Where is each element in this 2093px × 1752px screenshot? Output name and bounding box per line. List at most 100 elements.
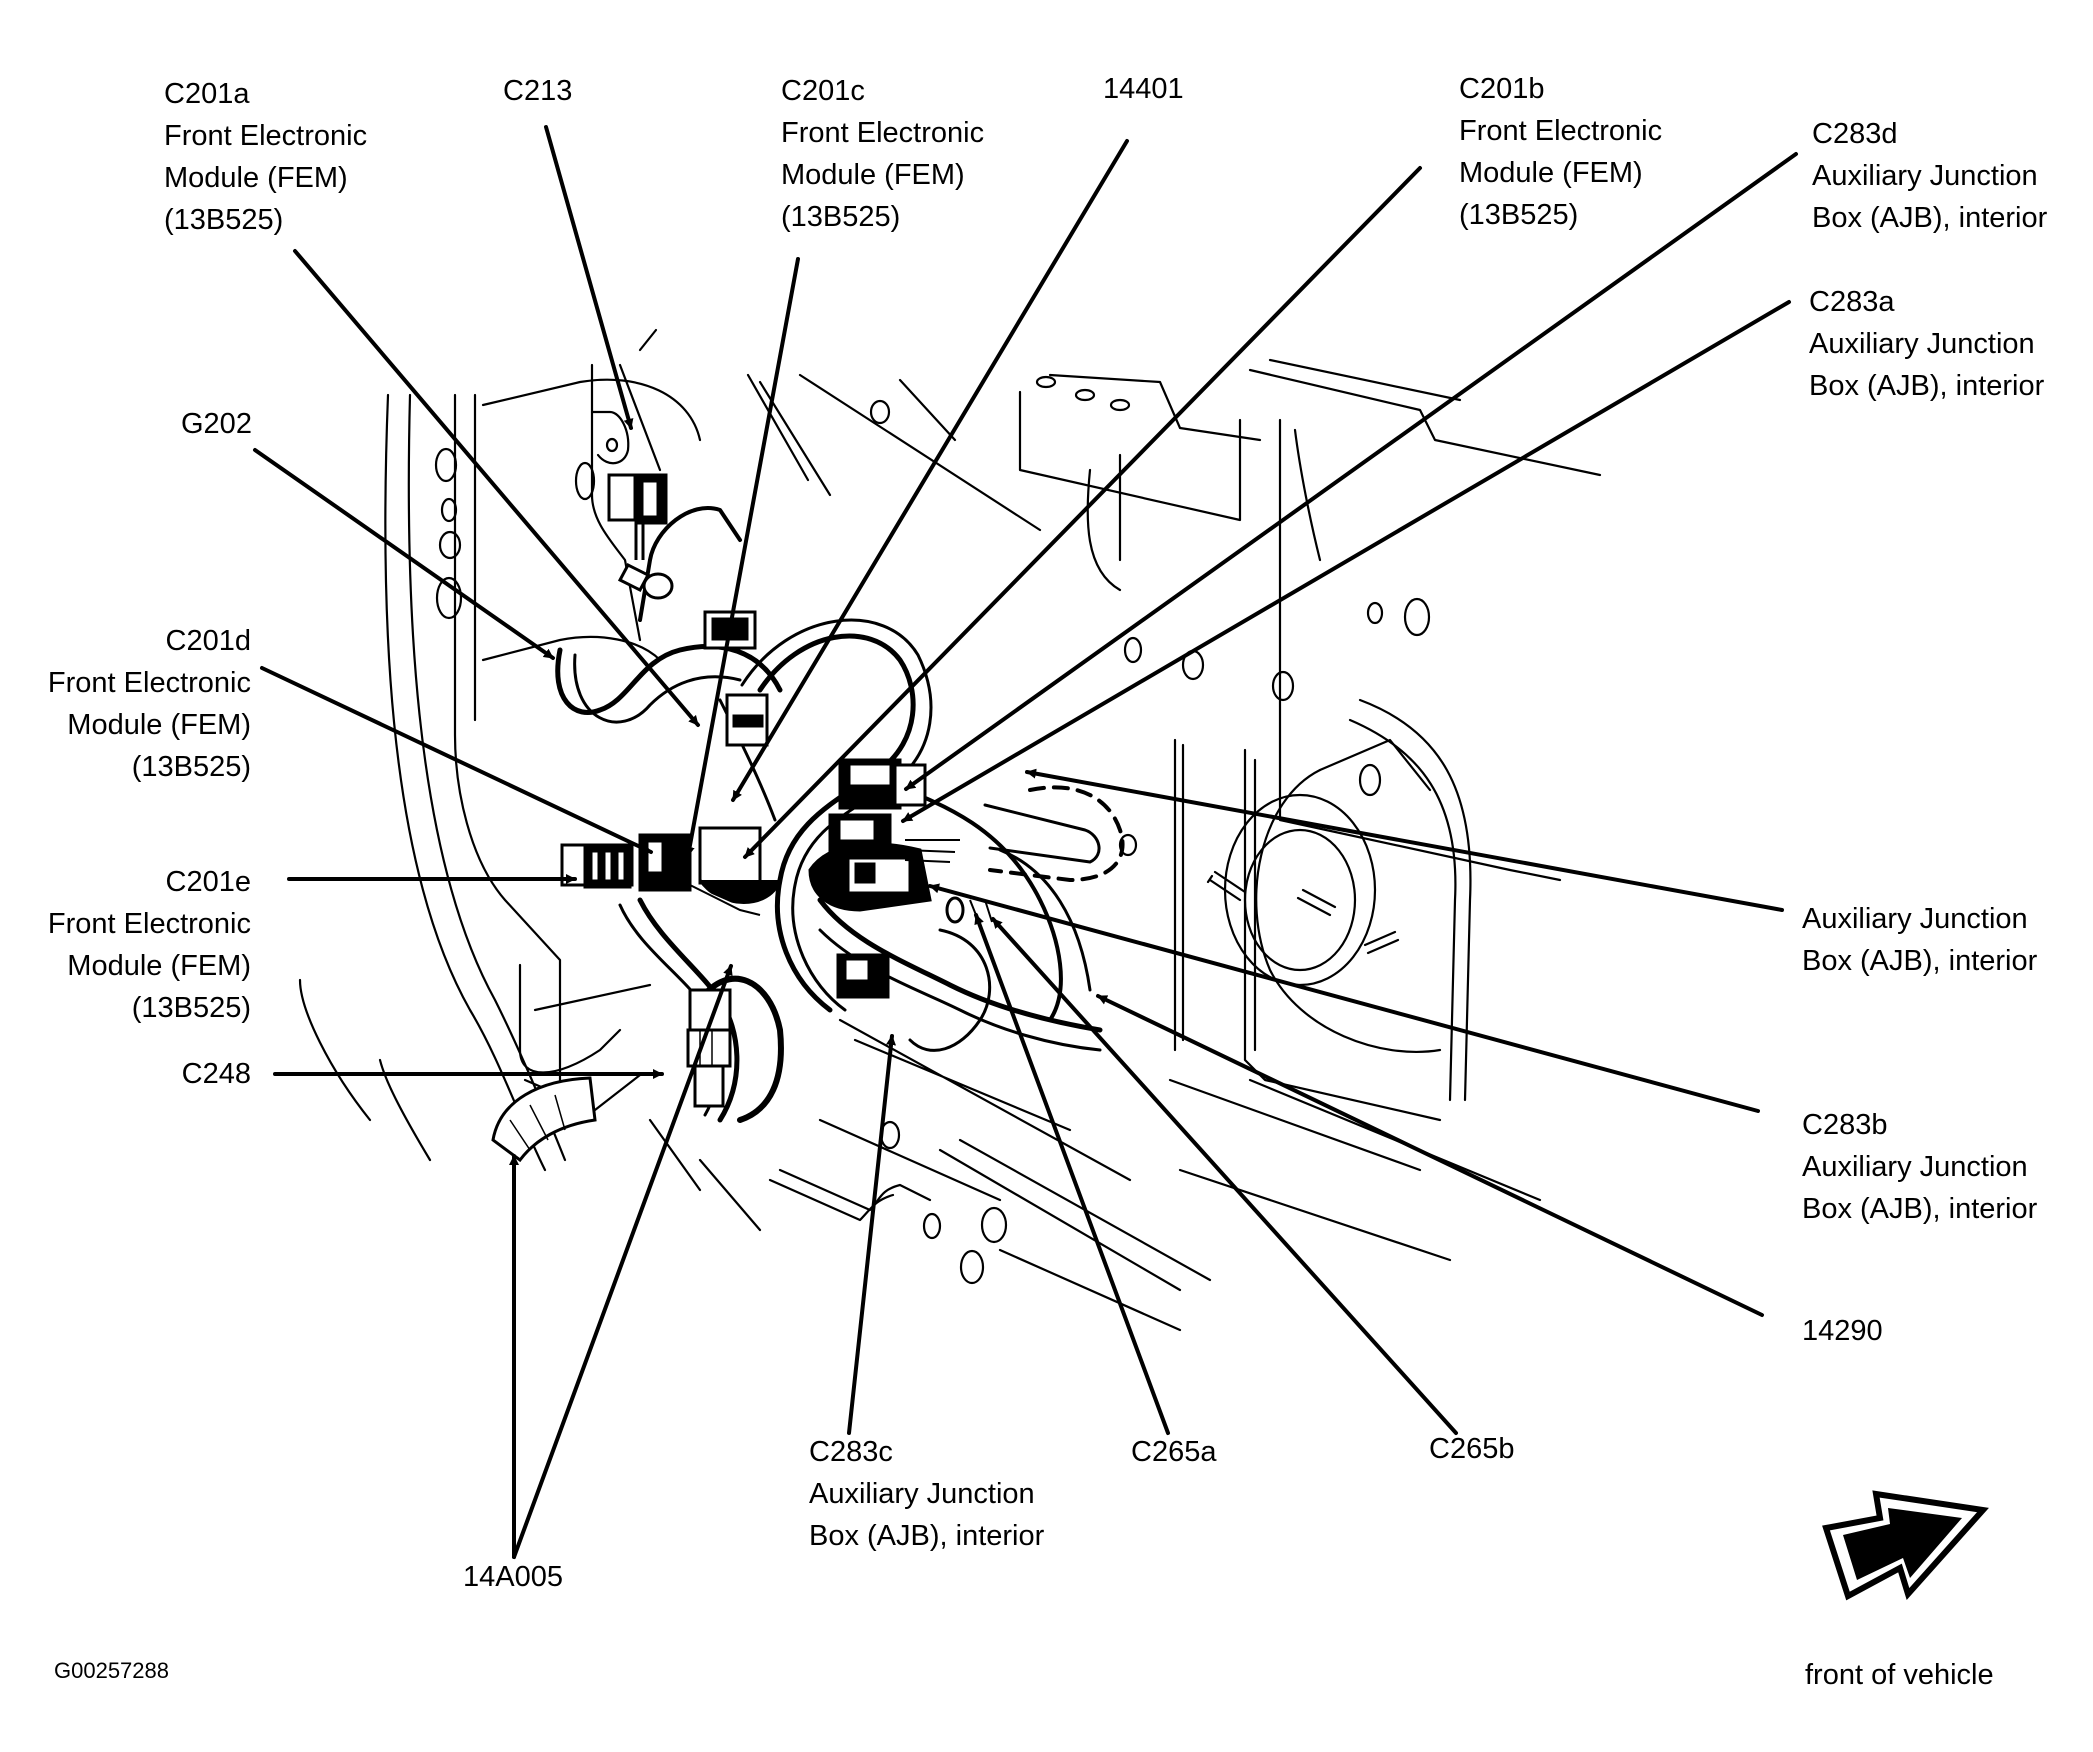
grommet-14a005 xyxy=(491,1076,597,1163)
callout-c201b: C201b Front Electronic Module (FEM) (13B… xyxy=(1459,68,1662,236)
callout-c201c: C201c Front Electronic Module (FEM) (13B… xyxy=(781,70,984,238)
bolt-g202 xyxy=(617,563,674,600)
callout-code: C213 xyxy=(503,75,573,107)
leader-c265a xyxy=(974,913,1170,1435)
callout-code: C283c xyxy=(809,1436,893,1468)
callout-g202: G202 xyxy=(181,403,252,445)
callout-desc: Module (FEM) xyxy=(164,162,348,194)
callout-c213: C213 xyxy=(503,70,572,112)
callout-desc: Box (AJB), interior xyxy=(1812,202,2048,234)
callout-code: C283b xyxy=(1802,1109,1888,1141)
connector-c283d xyxy=(838,758,927,810)
leader-14290 xyxy=(1096,994,1764,1317)
callout-desc: Auxiliary Junction xyxy=(809,1478,1035,1510)
leader-c265b xyxy=(991,917,1458,1435)
connector-c201c xyxy=(698,826,782,904)
callout-code: 14290 xyxy=(1802,1315,1883,1347)
callout-code: C201d xyxy=(165,625,251,657)
cowl-panel xyxy=(455,395,590,1110)
harness-g202-loop xyxy=(558,646,780,712)
callout-c265a: C265a xyxy=(1131,1431,1216,1473)
connectors xyxy=(491,473,993,1163)
callout-code: C283d xyxy=(1812,118,1898,150)
speaker-mount-outer xyxy=(1256,770,1440,1052)
callout-desc: Module (FEM) xyxy=(781,159,965,191)
callout-code: C201e xyxy=(165,866,251,898)
leader-c283b xyxy=(928,883,1760,1113)
connector-14401 xyxy=(725,693,769,747)
callout-c265b: C265b xyxy=(1429,1428,1514,1470)
callout-ajb-interior: Auxiliary Junction Box (AJB), interior xyxy=(1802,898,2037,982)
callout-c201d: C201d Front Electronic Module (FEM) (13B… xyxy=(48,620,251,788)
callout-code: C265a xyxy=(1131,1436,1217,1468)
callout-code: C201c xyxy=(781,75,865,107)
a-pillar-inner xyxy=(409,395,565,1160)
vehicle-structure-drawing xyxy=(300,330,1600,1330)
callout-desc: Auxiliary Junction xyxy=(1809,328,2035,360)
leader-ajb xyxy=(1025,768,1784,912)
connector-c265 xyxy=(945,896,993,926)
callout-part-number: (13B525) xyxy=(131,751,251,783)
callout-desc: Auxiliary Junction xyxy=(1812,160,2038,192)
callout-c201a: C201a Front Electronic Module (FEM) (13B… xyxy=(164,73,367,241)
dash-panel-top xyxy=(748,375,1040,530)
callout-14290: 14290 xyxy=(1802,1310,1883,1352)
callout-desc: Front Electronic xyxy=(781,117,985,149)
callout-desc: Front Electronic xyxy=(47,667,251,699)
callout-c283a: C283a Auxiliary Junction Box (AJB), inte… xyxy=(1809,281,2044,407)
callout-desc: Auxiliary Junction xyxy=(1802,903,2028,935)
callout-code: 14401 xyxy=(1103,73,1184,105)
callout-desc: Box (AJB), interior xyxy=(809,1520,1045,1552)
callout-code: C248 xyxy=(181,1058,251,1090)
callout-desc: Box (AJB), interior xyxy=(1809,370,2045,402)
callout-desc: Module (FEM) xyxy=(67,950,251,982)
connector-c248 xyxy=(686,988,732,1108)
callout-desc: Front Electronic xyxy=(1459,115,1663,147)
callout-c283d: C283d Auxiliary Junction Box (AJB), inte… xyxy=(1812,113,2047,239)
leader-c283c xyxy=(847,1034,897,1435)
connector-c283c xyxy=(836,953,890,999)
leader-c201a xyxy=(293,249,700,727)
callout-14401: 14401 xyxy=(1103,68,1184,110)
leader-lines xyxy=(253,125,1798,1559)
junction-block-hatched xyxy=(679,839,960,916)
leader-c201c xyxy=(684,257,800,858)
callout-desc: Auxiliary Junction xyxy=(1802,1151,2028,1183)
callout-c283b: C283b Auxiliary Junction Box (AJB), inte… xyxy=(1802,1104,2037,1230)
callout-code: 14A005 xyxy=(463,1561,563,1593)
callout-code: C265b xyxy=(1429,1433,1515,1465)
callout-part-number: (13B525) xyxy=(1459,199,1579,231)
harness-branch-up xyxy=(640,508,740,620)
a-pillar-edge xyxy=(300,980,370,1120)
callout-code: C283a xyxy=(1809,286,1895,318)
callout-code: C201a xyxy=(164,78,250,110)
stud-bolts xyxy=(1208,872,1398,953)
connector-c213 xyxy=(607,473,668,560)
leader-14a005-harness xyxy=(512,964,733,1559)
connector-c283b xyxy=(808,842,932,912)
callout-code: C201b xyxy=(1459,73,1545,105)
callout-part-number: (13B525) xyxy=(781,201,901,233)
callout-code: G202 xyxy=(181,408,252,440)
orientation-label: front of vehicle xyxy=(1805,1659,1994,1691)
callout-14a005: 14A005 xyxy=(463,1556,563,1598)
callout-desc: Front Electronic xyxy=(47,908,251,940)
direction-arrow-icon xyxy=(1822,1490,1989,1601)
leader-c283a xyxy=(901,300,1791,823)
figure-id: G00257288 xyxy=(54,1658,169,1683)
leader-c201d xyxy=(260,666,653,854)
callout-desc: Module (FEM) xyxy=(1459,157,1643,189)
callout-part-number: (13B525) xyxy=(131,992,251,1024)
leader-14401 xyxy=(731,139,1129,802)
leader-c213 xyxy=(544,125,634,430)
callout-c248: C248 xyxy=(182,1053,251,1095)
leader-g202 xyxy=(253,448,555,660)
leader-c201b xyxy=(743,166,1422,859)
callout-c283c: C283c Auxiliary Junction Box (AJB), inte… xyxy=(809,1431,1044,1557)
upper-bracket xyxy=(592,365,640,640)
callout-c201e: C201e Front Electronic Module (FEM) (13B… xyxy=(48,861,251,1029)
a-pillar-outer xyxy=(385,395,545,1170)
leader-c283d xyxy=(904,152,1798,791)
callout-desc: Box (AJB), interior xyxy=(1802,945,2038,977)
